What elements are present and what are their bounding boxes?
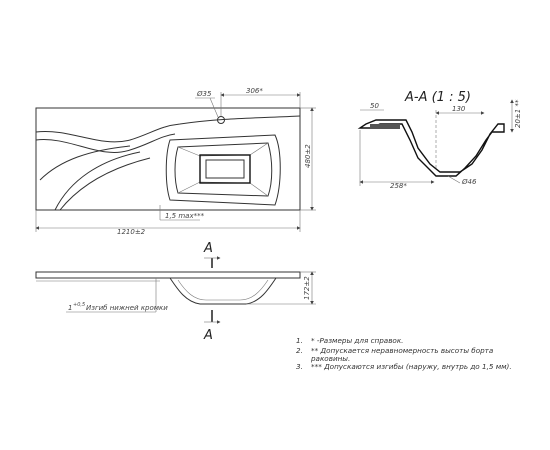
front-bowl-inner xyxy=(177,279,269,301)
wave-lower2 xyxy=(54,151,141,211)
wave-upper xyxy=(35,115,301,143)
note-2-text-cont: раковины. xyxy=(310,354,350,363)
wave-mid xyxy=(35,133,176,153)
section-marker-top: A xyxy=(203,241,213,256)
wave-lower1 xyxy=(39,145,131,181)
section-hatch-rim xyxy=(370,124,400,129)
top-view: Ø35 306* 480±2 1,5 max*** 1210±2 xyxy=(35,87,316,236)
bowl-outer xyxy=(165,134,281,206)
drain-label: Ø46 xyxy=(461,178,477,186)
note-1-num: 1. xyxy=(296,336,303,345)
front-height-label: 172±2 xyxy=(303,276,311,300)
front-bowl xyxy=(169,277,277,305)
note-3-text: *** Допускаются изгибы (наружу, внутрь д… xyxy=(311,362,512,371)
section-profile xyxy=(357,119,505,177)
note-1-text: * -Размеры для справок. xyxy=(311,336,403,345)
note-2-text: ** Допускается неравномерность высоты бо… xyxy=(311,346,493,355)
width-label: 1210±2 xyxy=(117,228,146,236)
drain-leader xyxy=(447,175,461,184)
top-view-outline xyxy=(35,107,301,211)
front-view: 172±2 1 +0,5 Изгиб нижней кромки A A xyxy=(35,241,316,343)
tap-hole xyxy=(217,116,225,124)
section-view: A-A (1 : 5) 50 130 20±1 ** 258* Ø46 xyxy=(357,90,522,190)
height-label: 20±1 ** xyxy=(514,99,522,128)
bowl-offset-label: 130 xyxy=(452,105,466,113)
hole-leader xyxy=(209,97,219,118)
bowl-width-label: 258* xyxy=(390,182,407,190)
hole-label: Ø35 xyxy=(196,90,212,98)
bend-value: 1 xyxy=(68,304,72,312)
drain-rect-outer xyxy=(199,154,251,184)
note-2-num: 2. xyxy=(296,346,303,355)
hole-offset-label: 306* xyxy=(246,87,263,95)
wave-lower3 xyxy=(59,157,151,211)
rim-label: 50 xyxy=(370,102,379,110)
edge-tolerance-label: 1,5 max*** xyxy=(165,212,205,220)
depth-label: 480±2 xyxy=(304,144,312,168)
front-top-edge xyxy=(35,271,301,279)
note-3-num: 3. xyxy=(296,362,303,371)
section-title: A-A (1 : 5) xyxy=(404,90,471,105)
bend-text: Изгиб нижней кромки xyxy=(86,304,168,312)
section-marker-bottom: A xyxy=(203,328,213,343)
drain-rect-inner xyxy=(205,159,245,179)
bowl-facet xyxy=(177,142,269,197)
notes: 1. * -Размеры для справок. 2. ** Допуска… xyxy=(296,336,512,371)
bend-sup: +0,5 xyxy=(73,302,85,308)
